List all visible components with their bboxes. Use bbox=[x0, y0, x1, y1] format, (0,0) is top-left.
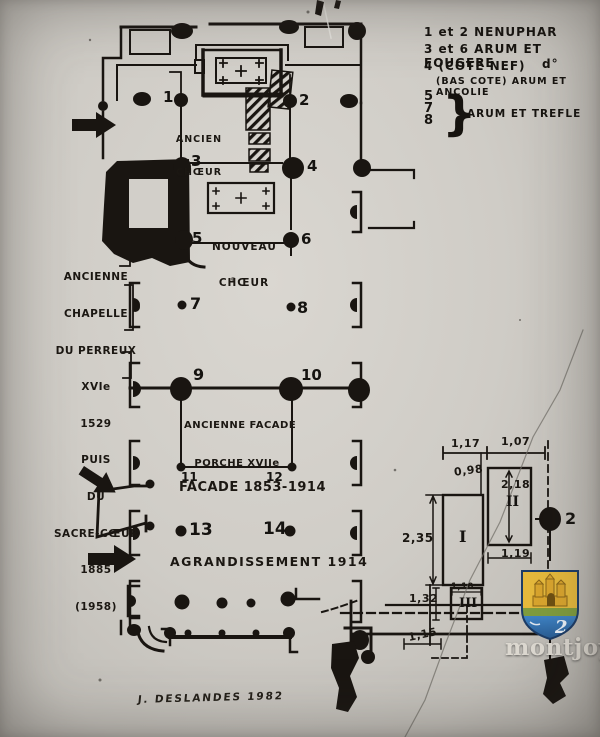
legend-ditto: d° bbox=[542, 57, 559, 71]
arrow-icon bbox=[72, 112, 116, 138]
shield-mark bbox=[529, 621, 541, 626]
pillar-number-3: 3 bbox=[191, 152, 202, 170]
pillar-number-12: 12 bbox=[266, 470, 283, 484]
chapelle-inner bbox=[129, 179, 168, 228]
watermark-site-name: montjoye.net bbox=[505, 634, 600, 661]
dim-2-35: 2,35 bbox=[402, 531, 434, 545]
castle-door bbox=[547, 593, 555, 606]
dim-2-18: 2,18 bbox=[501, 478, 531, 491]
hatched-piers bbox=[245, 69, 294, 173]
arrow-icon bbox=[78, 466, 116, 493]
dim-1-10: 1,10 bbox=[451, 582, 474, 592]
montjoye-shield-logo: 2 bbox=[521, 570, 579, 640]
label-agrandissement: AGRANDISSEMENT 1914 bbox=[170, 554, 369, 569]
photo-crack bbox=[322, 0, 332, 39]
legend-line-2: 3 et 6 ARUM ET FOUGERE bbox=[424, 42, 542, 70]
label-ancien-choeur: ANCIEN CHŒUR bbox=[175, 133, 223, 178]
pillar-number-10: 10 bbox=[301, 366, 322, 384]
pillar-number-8: 8 bbox=[297, 298, 309, 317]
measure-pillar-number-2: 2 bbox=[565, 509, 577, 528]
legend-group-numbers: 5 7 8 bbox=[424, 89, 434, 128]
photo-scratch bbox=[404, 329, 584, 737]
altar-crosses bbox=[219, 59, 264, 85]
pillar-number-1: 1 bbox=[163, 88, 174, 106]
legend-line-3: 4 (COTE NEF) bbox=[424, 59, 526, 73]
pillar-number-7: 7 bbox=[190, 294, 202, 313]
pillar-number-14: 14 bbox=[263, 519, 287, 539]
legend-line-1: 1 et 2 NENUPHAR bbox=[424, 25, 558, 39]
legend-group-label: ARUM ET TREFLE bbox=[467, 108, 582, 120]
pillar-number-2: 2 bbox=[299, 91, 310, 109]
room-label-III: III bbox=[459, 596, 478, 611]
pillar-number-11: 11 bbox=[181, 470, 198, 484]
arrow-icon bbox=[88, 545, 136, 573]
altar2-crosses bbox=[212, 187, 270, 210]
label-ancienne-facade: ANCIENNE FACADE PORCHE XVIIe bbox=[184, 420, 297, 469]
label-chapelle-block: ANCIENNE CHAPELLE DU PERREUX XVIe 1529 P… bbox=[54, 271, 139, 613]
legend-brace: } bbox=[442, 85, 477, 141]
room-label-I: I bbox=[459, 527, 467, 546]
pillar-number-13: 13 bbox=[189, 520, 213, 540]
dim-1-07: 1,07 bbox=[501, 435, 531, 448]
label-facade-1853: FACADE 1853-1914 bbox=[179, 480, 327, 495]
dim-1-32: 1,32 bbox=[409, 592, 439, 605]
dim-1-19: 1,19 bbox=[501, 547, 531, 560]
dim-1-17: 1,17 bbox=[451, 437, 481, 450]
pillar-number-6: 6 bbox=[301, 230, 312, 248]
pillar-number-9: 9 bbox=[193, 365, 205, 384]
room-label-II: II bbox=[506, 494, 520, 510]
pillar-number-5: 5 bbox=[192, 229, 203, 247]
pillar-number-4: 4 bbox=[307, 157, 318, 175]
label-nouveau-choeur: NOUVEAU CHŒUR bbox=[212, 241, 277, 290]
legend-line-4: (BAS COTE) ARUM ET ANCOLIE bbox=[436, 76, 567, 98]
